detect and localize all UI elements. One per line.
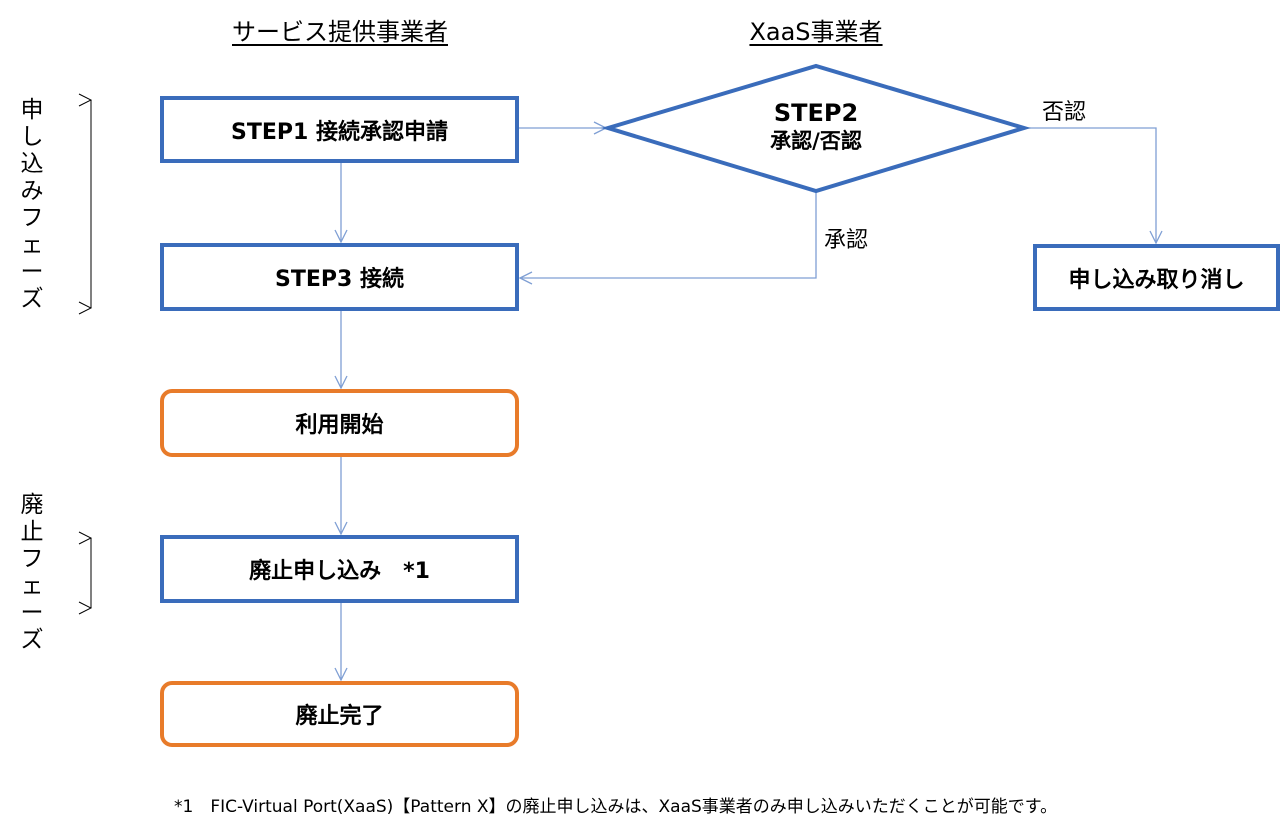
arrow-step2-reject-to-cancel [1026, 127, 1156, 243]
phase-label-cancel: 廃止フェーズ [20, 492, 44, 653]
step1-label: STEP1 接続承認申請 [231, 119, 448, 145]
footnote: *1 FIC-Virtual Port(XaaS)【Pattern X】の廃止申… [174, 797, 1058, 817]
step2-diamond-shape [601, 63, 1031, 194]
arrow-step2-approve-to-step3 [520, 192, 817, 278]
start-use-label: 利用開始 [295, 413, 384, 438]
column-header-xaas: XaaS事業者 [749, 18, 883, 46]
column-header-provider: サービス提供事業者 [232, 18, 448, 46]
edge-label-approve: 承認 [824, 228, 869, 253]
step3-box: STEP3 接続 [160, 243, 519, 311]
cancel-application-label: 申し込み取り消し [1068, 267, 1245, 293]
step2-subtitle: 承認/否認 [770, 129, 862, 153]
abolish-application-label: 廃止申し込み *1 [249, 559, 430, 584]
abolish-complete-box: 廃止完了 [160, 681, 519, 747]
step2-title: STEP2 [773, 99, 859, 127]
start-use-box: 利用開始 [160, 389, 519, 457]
abolish-complete-label: 廃止完了 [295, 704, 384, 729]
abolish-application-box: 廃止申し込み *1 [160, 535, 519, 603]
phase-label-apply: 申し込みフェーズ [20, 97, 44, 312]
step2-diamond-label: STEP2 承認/否認 [716, 98, 916, 154]
step1-box: STEP1 接続承認申請 [160, 96, 519, 163]
cancel-application-box: 申し込み取り消し [1033, 244, 1280, 311]
edge-label-reject: 否認 [1042, 100, 1087, 125]
step3-label: STEP3 接続 [275, 267, 404, 292]
